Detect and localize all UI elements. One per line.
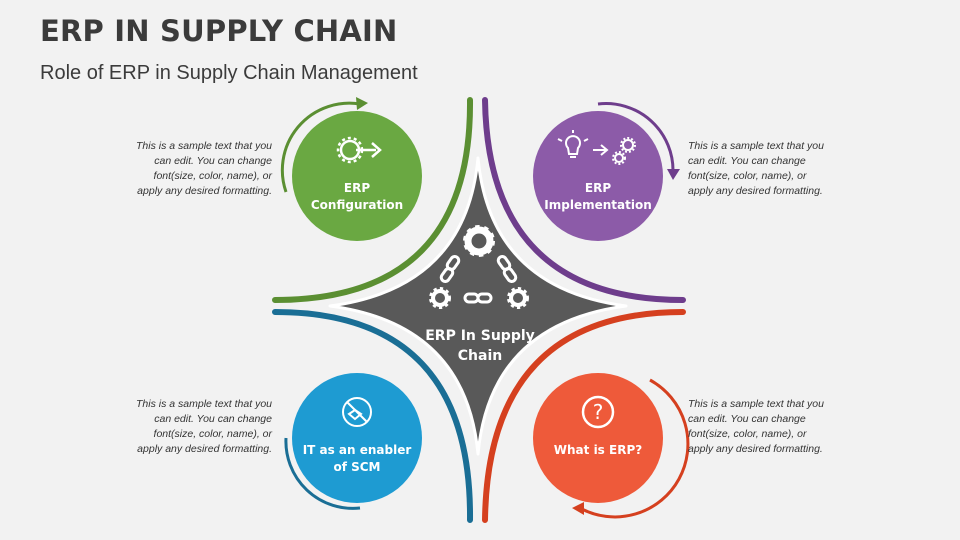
description-erp-configuration: This is a sample text that you can edit.… <box>136 140 272 197</box>
description-what-is-erp: This is a sample text that you can edit.… <box>688 398 824 455</box>
question-icon: ? <box>581 395 615 429</box>
large-gear-icon <box>463 225 495 257</box>
node-label-erp-configuration: ERP Configuration <box>310 181 404 212</box>
node-circle-erp-configuration <box>292 111 422 241</box>
node-circle-it-enabler <box>292 373 422 503</box>
gears-chain-icon <box>429 225 529 309</box>
arrow-blue <box>284 437 361 510</box>
node-circle-erp-implementation <box>533 111 663 241</box>
node-label-it-enabler: IT as an enabler of SCM <box>302 443 412 474</box>
center-label: ERP In Supply Chain <box>425 328 535 364</box>
page-subtitle: Role of ERP in Supply Chain Management <box>40 62 418 84</box>
gear-wrench-icon <box>336 136 382 164</box>
center-star <box>328 156 628 456</box>
svg-text:?: ? <box>593 400 604 424</box>
description-it-enabler: This is a sample text that you can edit.… <box>136 398 272 455</box>
small-gear-right-icon <box>507 287 529 309</box>
quadrant-arc-purple <box>482 97 686 303</box>
node-label-erp-implementation: ERP Implementation <box>544 181 652 212</box>
chain-left-icon <box>439 255 461 283</box>
node-label-what-is-erp: What is ERP? <box>553 443 643 457</box>
description-erp-implementation: This is a sample text that you can edit.… <box>688 140 824 197</box>
chain-right-icon <box>496 255 518 283</box>
page-title: ERP IN SUPPLY CHAIN <box>40 14 398 48</box>
arrow-purple <box>597 102 680 180</box>
arrow-green <box>280 97 368 193</box>
small-gear-left-icon <box>429 287 451 309</box>
quadrant-arc-red <box>482 309 686 523</box>
node-circle-what-is-erp <box>533 373 663 503</box>
handshake-icon <box>342 397 372 427</box>
lightbulb-gears-icon <box>557 130 636 165</box>
arrow-red <box>572 378 690 519</box>
chain-bottom-icon <box>463 292 493 304</box>
quadrant-arc-blue <box>272 309 474 523</box>
quadrant-arc-green <box>272 97 474 303</box>
